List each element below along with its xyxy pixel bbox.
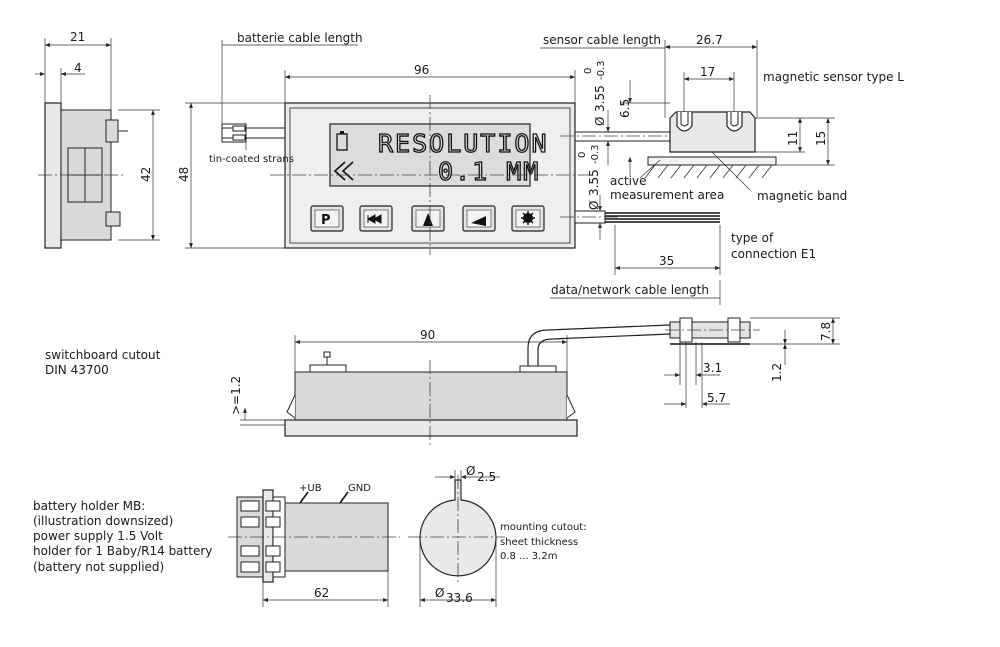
dim-35: 35 bbox=[659, 254, 674, 268]
dia-symbol-33-6: Ø bbox=[435, 586, 444, 600]
dim-dia-3-55-bottom: Ø 3.55 0 -0.3 bbox=[577, 144, 601, 210]
dim-15: 15 bbox=[814, 131, 828, 146]
dim-26-7: 26.7 bbox=[696, 33, 723, 47]
dim-7-8: 7.8 bbox=[819, 322, 833, 341]
dia-symbol-top: Ø bbox=[593, 117, 607, 126]
battery-holder-title: battery holder MB: bbox=[33, 499, 145, 513]
magnetic-sensor bbox=[540, 40, 835, 305]
sensor-cable-label: sensor cable length bbox=[543, 33, 661, 47]
mounting-cutout bbox=[408, 470, 505, 607]
mounting-label-3: 0.8 ... 3.2m bbox=[500, 551, 557, 562]
side-view bbox=[35, 38, 160, 249]
text-labels: batterie cable length tin-coated strans … bbox=[33, 31, 904, 574]
switchboard-label-1: switchboard cutout bbox=[45, 348, 161, 362]
side-view-connector-top bbox=[105, 119, 119, 143]
button-p[interactable]: P bbox=[310, 205, 344, 232]
dim-1-2-right: 1.2 bbox=[770, 363, 784, 382]
dim-21: 21 bbox=[70, 30, 85, 44]
data-cable-label: data/network cable length bbox=[551, 283, 709, 297]
battery-holder-line-3: holder for 1 Baby/R14 battery bbox=[33, 544, 212, 558]
battery-cable-label: batterie cable length bbox=[237, 31, 363, 45]
switchboard-view bbox=[240, 317, 840, 445]
dim-96: 96 bbox=[414, 63, 429, 77]
tol-top-lower: -0.3 bbox=[596, 60, 607, 80]
lcd-line-1: RESOLUTION bbox=[378, 129, 549, 158]
data-cable bbox=[560, 210, 720, 224]
rewind-icon bbox=[333, 161, 354, 181]
dim-3-1: 3.1 bbox=[703, 361, 722, 375]
button-fast-rewind[interactable] bbox=[359, 205, 393, 232]
dim-dia-3-55-top: Ø 3.55 0 -0.3 bbox=[583, 60, 607, 126]
dim-3-55-top: 3.55 bbox=[593, 85, 607, 112]
dim-3-55-bottom: 3.55 bbox=[587, 169, 601, 196]
battery-cable bbox=[221, 123, 285, 143]
svg-text:P: P bbox=[321, 213, 331, 228]
tol-top-upper: 0 bbox=[583, 68, 594, 74]
dim-11: 11 bbox=[786, 131, 800, 146]
active-area-label-2: measurement area bbox=[610, 188, 724, 202]
mounting-label-1: mounting cutout: bbox=[500, 522, 587, 533]
dim-48: 48 bbox=[177, 167, 191, 182]
front-panel bbox=[284, 419, 578, 437]
dim-5-7: 5.7 bbox=[707, 391, 726, 405]
plus-ub-label: +UB bbox=[299, 483, 322, 494]
dim-6-5: 6.5 bbox=[618, 99, 632, 118]
switchboard-label-2: DIN 43700 bbox=[45, 363, 109, 377]
dia-symbol-bottom: Ø bbox=[587, 201, 601, 210]
connection-label-1: type of bbox=[731, 231, 774, 245]
side-view-connector-bottom bbox=[105, 211, 121, 227]
display-front-view: RESOLUTION 0.1 MM P bbox=[185, 40, 720, 255]
side-view-front-panel bbox=[44, 102, 62, 249]
connection-label-2: connection E1 bbox=[731, 247, 816, 261]
active-area-label-1: active bbox=[610, 174, 646, 188]
tol-bottom-lower: -0.3 bbox=[590, 144, 601, 164]
housing-body bbox=[294, 371, 568, 421]
gnd-label: GND bbox=[348, 483, 371, 494]
dim-42: 42 bbox=[139, 167, 153, 182]
dia-symbol-2-5: Ø bbox=[466, 464, 475, 478]
button-up[interactable] bbox=[411, 205, 445, 232]
magnetic-sensor-label: magnetic sensor type L bbox=[763, 70, 904, 84]
button-star[interactable] bbox=[511, 205, 545, 232]
dim-33-6: 33.6 bbox=[446, 591, 473, 605]
dim-1-2-left: >=1.2 bbox=[229, 376, 243, 415]
tol-bottom-upper: 0 bbox=[577, 152, 588, 158]
magnetic-band-label: magnetic band bbox=[757, 189, 847, 203]
dim-4: 4 bbox=[74, 61, 82, 75]
battery-holder bbox=[228, 489, 400, 607]
battery-holder-line-2: power supply 1.5 Volt bbox=[33, 529, 163, 543]
battery-holder-line-4: (battery not supplied) bbox=[33, 560, 164, 574]
dimension-values: 21 4 42 48 96 26.7 17 6.5 11 15 Ø 3.55 0… bbox=[70, 30, 833, 605]
battery-holder-line-1: (illustration downsized) bbox=[33, 514, 173, 528]
tin-coated-label: tin-coated strans bbox=[209, 154, 294, 165]
lcd-line-2: 0.1 MM bbox=[438, 157, 540, 186]
magnetic-band bbox=[647, 156, 777, 166]
mounting-label-2: sheet thickness bbox=[500, 537, 578, 548]
dim-2-5: 2.5 bbox=[477, 470, 496, 484]
button-left[interactable] bbox=[462, 205, 496, 232]
dim-17: 17 bbox=[700, 65, 715, 79]
dim-90: 90 bbox=[420, 328, 435, 342]
dim-62: 62 bbox=[314, 586, 329, 600]
